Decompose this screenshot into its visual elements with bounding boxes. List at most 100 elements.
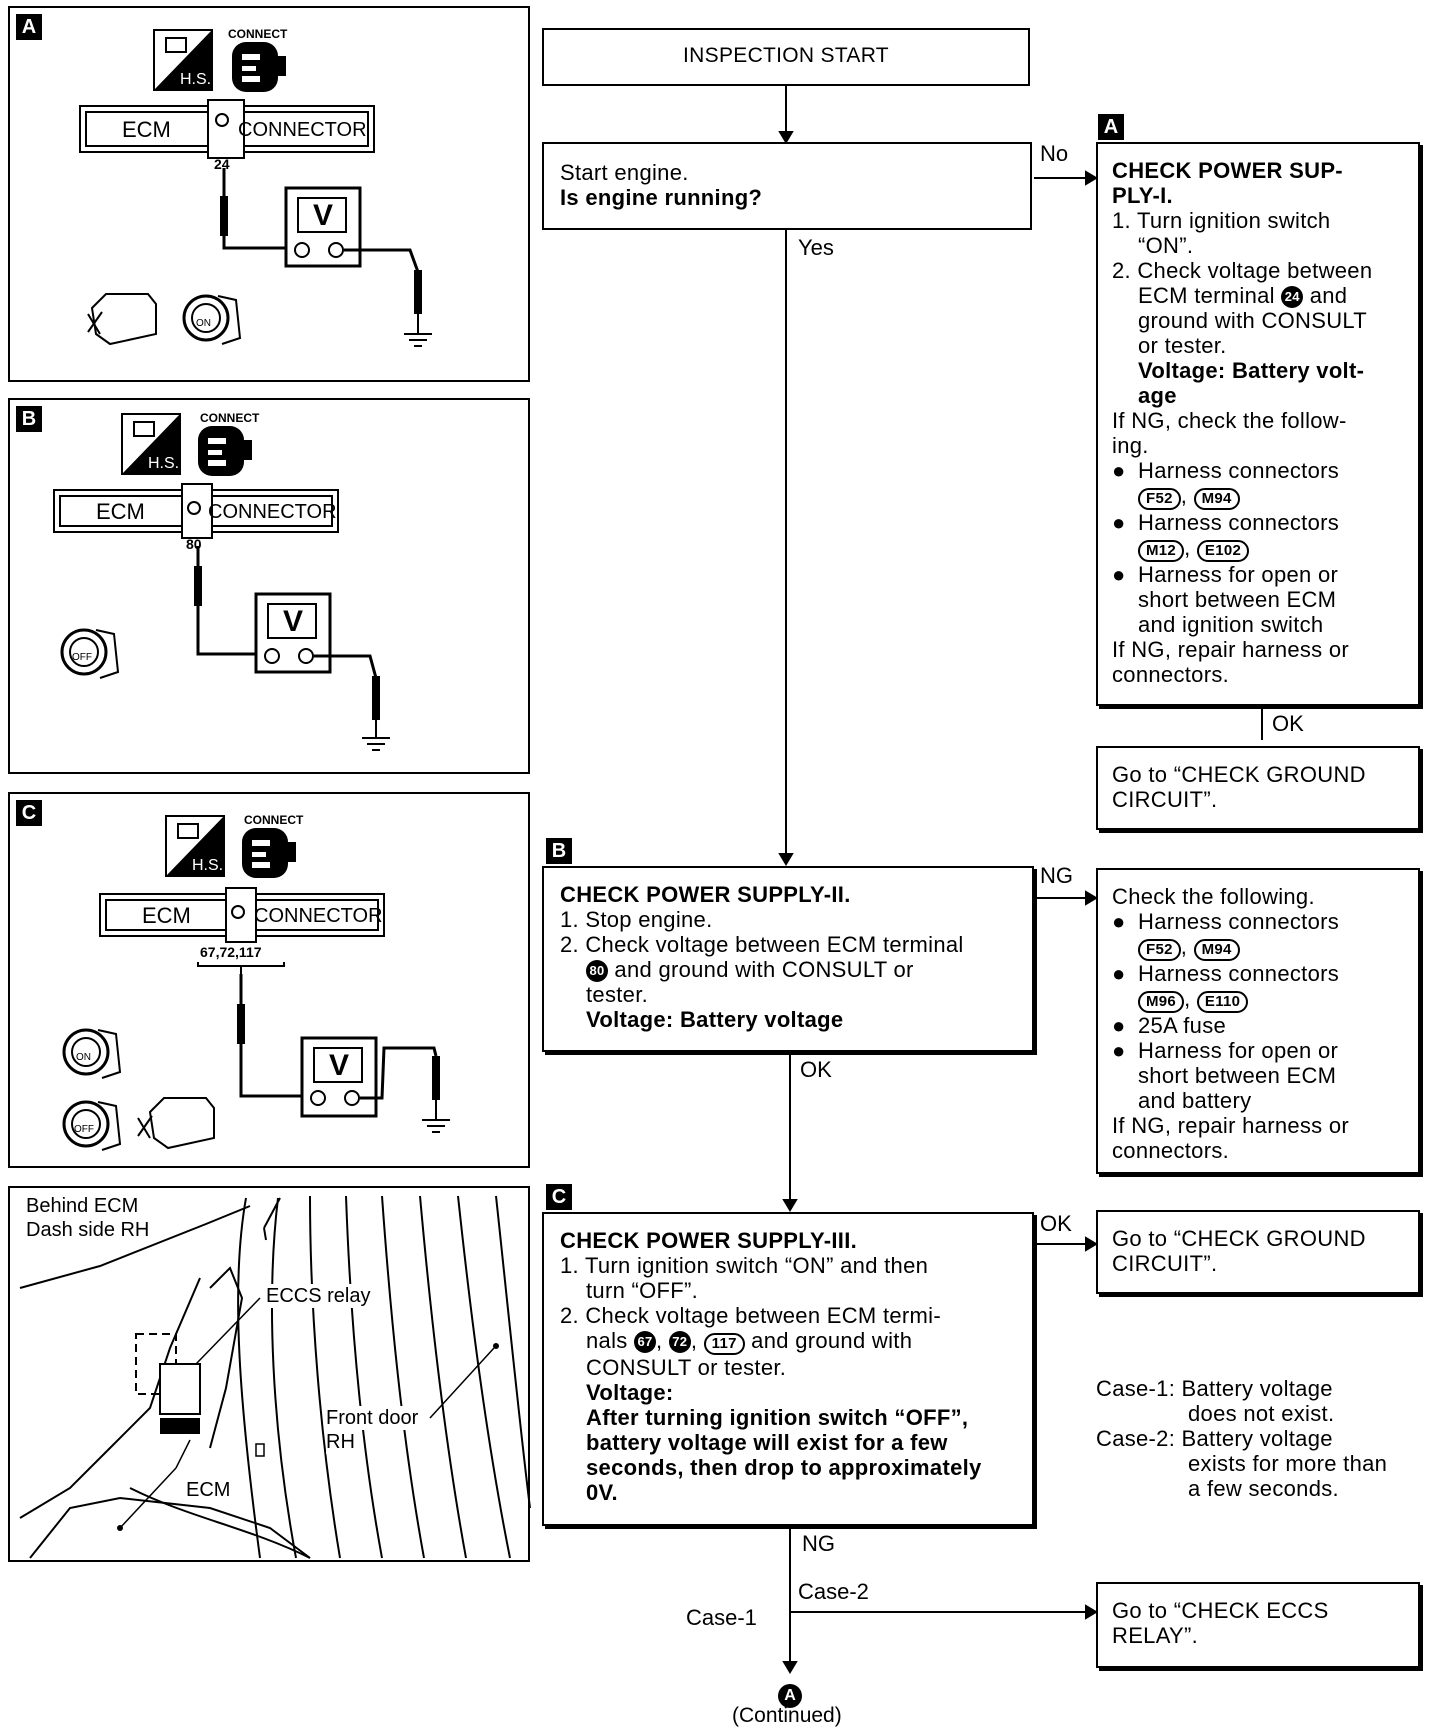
ground2-line2: CIRCUIT”. — [1112, 1251, 1218, 1276]
panel-b-drawing — [53, 413, 390, 751]
start-engine-box: Start engine. Is engine running? — [542, 142, 1032, 230]
terminal-117-badge: 117 — [703, 1333, 745, 1355]
terminal-80-badge: 80 — [586, 960, 608, 983]
case-legend: Case-1: Battery voltage does not exist. … — [1096, 1376, 1387, 1501]
key-on-label: ON — [76, 1052, 91, 1063]
box-a-bullet-1-connectors: F52, M94 — [1112, 483, 1418, 511]
pin-label: 24 — [214, 156, 230, 172]
box-a-step2: 2. Check voltage between — [1112, 258, 1373, 283]
box-a-repair-2: connectors. — [1112, 662, 1230, 688]
box-c-voltage-4: 0V. — [586, 1480, 618, 1505]
go-to-eccs-relay-box: Go to “CHECK ECCS RELAY”. — [1096, 1582, 1420, 1668]
ok-b-label: OK — [800, 1057, 832, 1082]
cf-bullet-4: ●Harness for open or — [1112, 1038, 1339, 1063]
go-to-ground-circuit-box-1: Go to “CHECK GROUND CIRCUIT”. — [1096, 746, 1420, 830]
yes-label: Yes — [798, 235, 834, 260]
cf-bullet-3: ●25A fuse — [1112, 1013, 1227, 1038]
ok-c-label: OK — [1040, 1211, 1072, 1236]
ng-b-label: NG — [1040, 863, 1073, 888]
box-a-bullet-2-connectors: M12, E102 — [1112, 535, 1418, 563]
voltmeter-label: V — [313, 199, 334, 232]
box-a-step1: 1. Turn ignition switch — [1112, 208, 1331, 233]
box-a-and-text: and — [1309, 283, 1348, 308]
front-door-label: Front door — [326, 1406, 419, 1430]
box-a-harness-3c: and ignition switch — [1138, 612, 1324, 638]
cf-bullet-1: ●Harness connectors — [1112, 909, 1340, 934]
check-following-box: Check the following. ●Harness connectors… — [1096, 868, 1420, 1174]
check-following-title: Check the following. — [1112, 884, 1315, 909]
box-a-step2-tester: or tester. — [1138, 333, 1227, 359]
ecm-location-label: ECM — [186, 1478, 231, 1502]
box-b-step1: 1. Stop engine. — [560, 907, 713, 932]
box-a-bullet-1: ●Harness connectors — [1112, 458, 1340, 484]
cf-repair-1: If NG, repair harness or — [1112, 1113, 1350, 1138]
panel-a-tag: A — [16, 14, 42, 40]
panel-b: B CONNECT H.S. ECM CONNECTOR 80 V OFF — [8, 398, 530, 774]
ok-a-label: OK — [1272, 711, 1304, 736]
box-a-bullet-3: ●Harness for open or — [1112, 562, 1339, 588]
box-a-ng-2: ing. — [1112, 433, 1149, 459]
box-a-harness-3a: Harness for open or — [1138, 562, 1339, 588]
step-c-tag: C — [546, 1184, 572, 1210]
panel-c-drawing — [62, 815, 450, 1151]
box-a-ng-1: If NG, check the follow- — [1112, 408, 1347, 434]
case1-label: Case-1 — [686, 1605, 757, 1630]
ground2-line1: Go to “CHECK GROUND — [1112, 1226, 1366, 1251]
connector-f52-badge: F52 — [1138, 939, 1181, 961]
hs-label: H.S. — [148, 455, 180, 472]
ground1-line2: CIRCUIT”. — [1112, 787, 1218, 812]
box-b-tester: tester. — [586, 982, 649, 1008]
check-power-supply-i-box: CHECK POWER SUP- PLY-I. 1. Turn ignition… — [1096, 142, 1420, 706]
start-engine-text: Start engine. — [560, 160, 689, 185]
box-a-step1-cont: “ON”. — [1138, 233, 1194, 258]
cf-bullet-1-connectors: F52, M94 — [1112, 934, 1418, 961]
box-a-harness-1: Harness connectors — [1138, 458, 1340, 484]
box-a-step2-ground: ground with CONSULT — [1138, 308, 1368, 334]
box-b-voltage: Voltage: Battery voltage — [586, 1007, 844, 1033]
inspection-start-box: INSPECTION START — [542, 28, 1030, 86]
cf-harness-2: Harness connectors — [1138, 961, 1340, 986]
key-label: ON — [196, 318, 211, 329]
box-a-voltage-1: Voltage: Battery volt- — [1138, 358, 1365, 384]
connector-label: CONNECTOR — [254, 905, 383, 927]
box-b-step2: 2. Check voltage between ECM terminal — [560, 932, 964, 957]
eccs-relay-label: ECCS relay — [266, 1284, 371, 1308]
cf-bullet-2-connectors: M96, E110 — [1112, 986, 1418, 1013]
box-c-consult: CONSULT or tester. — [586, 1355, 787, 1380]
voltmeter-label: V — [283, 605, 304, 638]
case2-label: Case-2 — [798, 1579, 869, 1604]
box-a-harness-3b: short between ECM — [1138, 587, 1337, 613]
box-c-voltage-label: Voltage: — [586, 1380, 674, 1405]
box-a-voltage-2: age — [1138, 383, 1177, 409]
box-c-step1: 1. Turn ignition switch “ON” and then — [560, 1253, 929, 1278]
ground1-line1: Go to “CHECK GROUND — [1112, 762, 1366, 787]
box-a-step2-terminal: ECM terminal 24 and — [1112, 283, 1418, 309]
terminal-72-badge: 72 — [668, 1331, 691, 1354]
key-off-label: OFF — [74, 1124, 94, 1135]
box-a-terminal-text: ECM terminal — [1138, 283, 1275, 308]
connector-e110-badge: E110 — [1196, 991, 1249, 1013]
cf-harness-1: Harness connectors — [1138, 909, 1340, 934]
box-c-step2: 2. Check voltage between ECM termi- — [560, 1303, 941, 1328]
panel-b-tag: B — [16, 406, 42, 432]
case2-line1: Case-2: Battery voltage — [1096, 1426, 1333, 1451]
check-power-supply-ii-box: CHECK POWER SUPPLY-II. 1. Stop engine. 2… — [542, 866, 1034, 1052]
location-panel: Behind ECM Dash side RH ECCS relay Front… — [8, 1186, 531, 1562]
hs-label: H.S. — [180, 71, 212, 88]
location-drawing — [19, 1195, 531, 1559]
check-power-supply-iii-box: CHECK POWER SUPPLY-III. 1. Turn ignition… — [542, 1212, 1034, 1526]
panel-a-drawing — [79, 29, 432, 347]
terminal-24-badge: 24 — [1281, 286, 1304, 309]
ecm-label: ECM — [122, 117, 171, 142]
dash-side-label: Dash side RH — [26, 1218, 150, 1242]
continuation-marker: A — [778, 1684, 802, 1708]
box-a-title-1: CHECK POWER SUP- — [1112, 158, 1343, 183]
behind-ecm-label: Behind ECM — [26, 1194, 139, 1218]
eccs-line1: Go to “CHECK ECCS — [1112, 1598, 1329, 1623]
panel-a: A CONNECT — [8, 6, 530, 382]
continued-label: (Continued) — [732, 1704, 842, 1727]
connector-m94-badge: M94 — [1193, 488, 1240, 511]
case1-line2: does not exist. — [1188, 1401, 1335, 1426]
box-b-title: CHECK POWER SUPPLY-II. — [560, 882, 851, 907]
box-c-ground-text: and ground with — [751, 1328, 913, 1353]
